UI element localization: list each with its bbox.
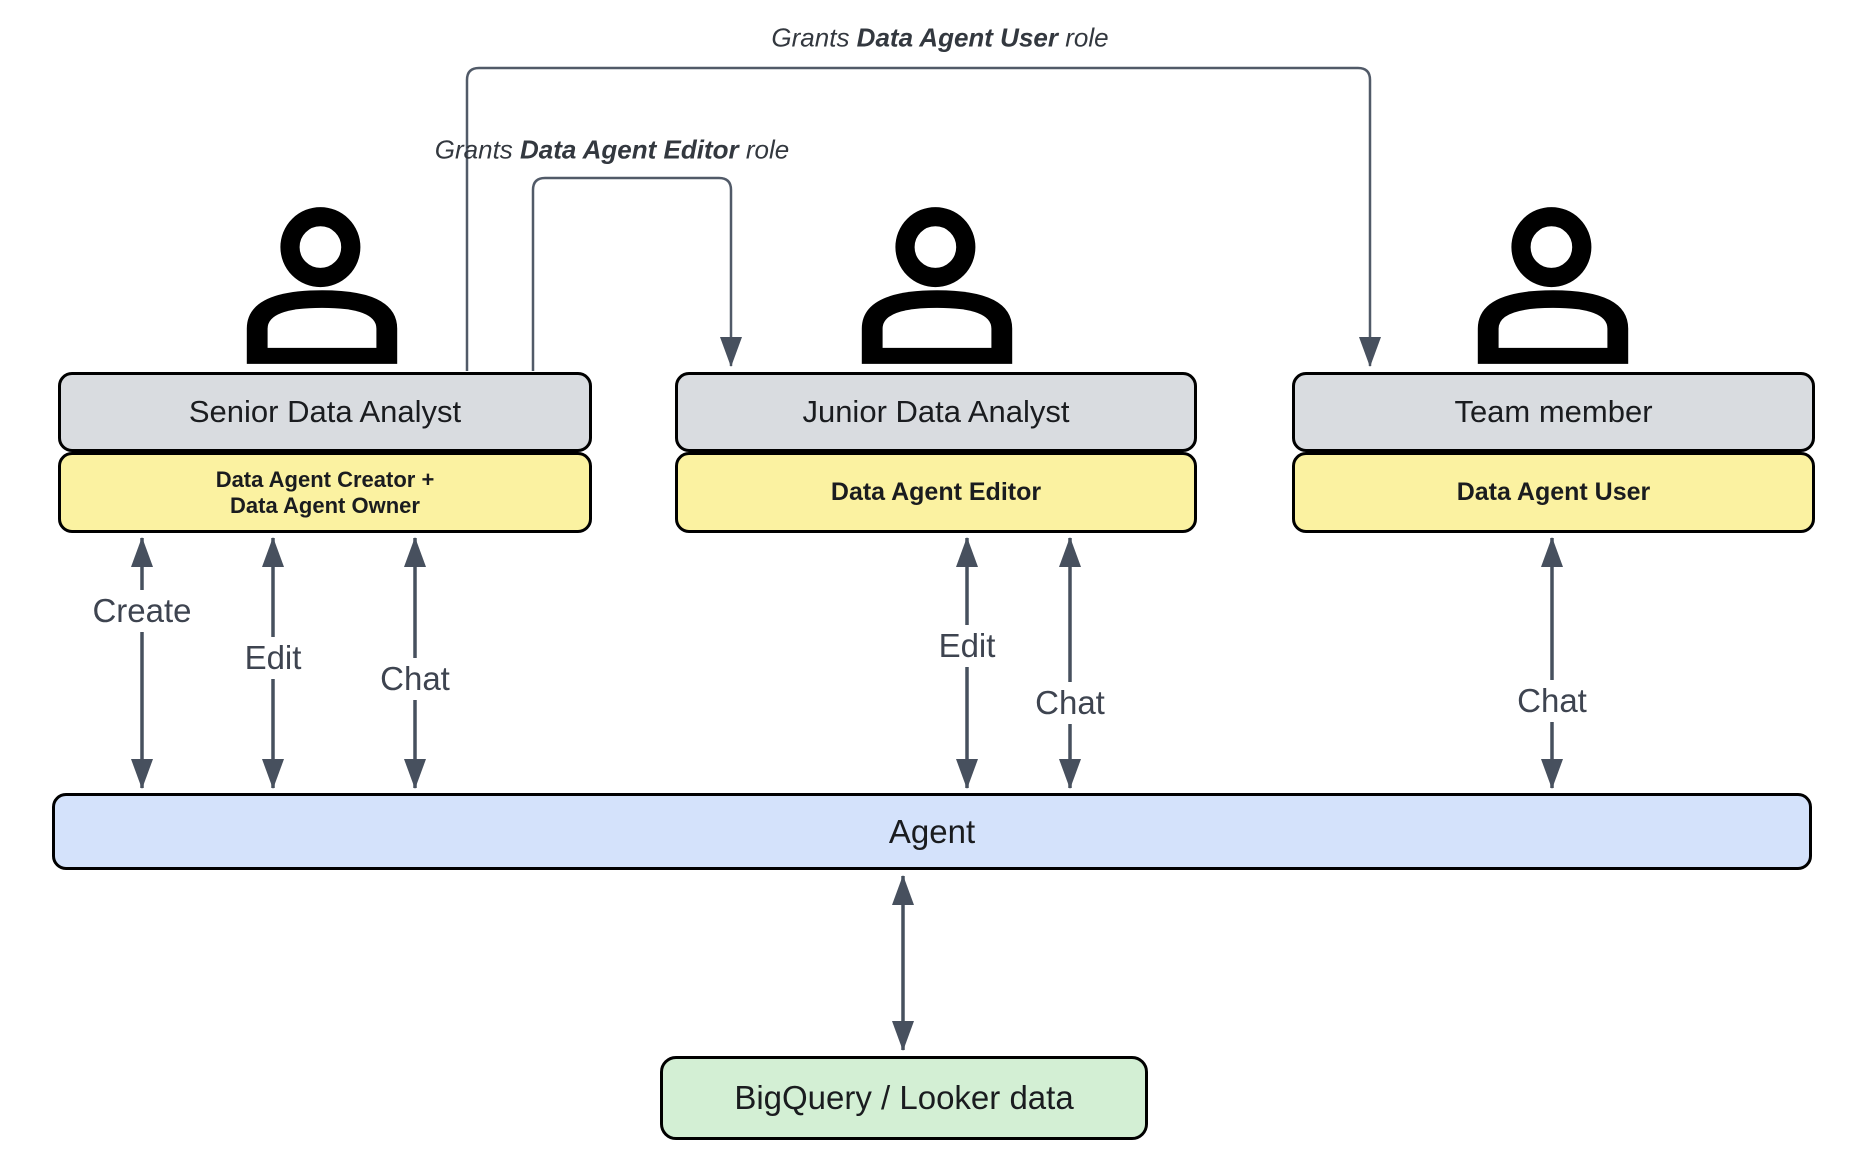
- role-badge-senior: Data Agent Creator + Data Agent Owner: [58, 452, 592, 533]
- person-icon-team: [1477, 207, 1629, 364]
- grant-editor-prefix: Grants: [434, 134, 521, 165]
- chat-label-senior: Chat: [372, 658, 458, 700]
- role-badge-junior: Data Agent Editor: [675, 452, 1197, 533]
- grant-user-prefix: Grants: [771, 22, 857, 53]
- chat-label-junior: Chat: [1027, 682, 1113, 724]
- grant-editor-arrow: [531, 176, 742, 371]
- edit-label-senior: Edit: [236, 637, 310, 679]
- chat-label-team: Chat: [1509, 680, 1595, 722]
- role-badge-senior-line1: Data Agent Creator +: [215, 466, 435, 492]
- role-badge-senior-line2: Data Agent Owner: [230, 492, 420, 518]
- grant-editor-annotation: Grants Data Agent Editor role: [435, 135, 789, 166]
- role-badge-team: Data Agent User: [1292, 452, 1815, 533]
- agent-bar: Agent: [52, 793, 1812, 870]
- grant-user-suffix: role: [1057, 22, 1109, 53]
- role-badge-junior-line1: Data Agent Editor: [830, 477, 1042, 506]
- actor-box-team: Team member: [1292, 372, 1815, 452]
- grant-editor-suffix: role: [738, 134, 790, 165]
- grant-user-arrow: [465, 66, 1381, 371]
- grant-editor-role: Data Agent Editor: [520, 134, 739, 165]
- actor-box-junior: Junior Data Analyst: [675, 372, 1197, 452]
- person-icon-senior: [246, 207, 398, 364]
- grant-user-annotation: Grants Data Agent User role: [771, 23, 1108, 54]
- grant-user-role: Data Agent User: [856, 22, 1058, 53]
- role-badge-team-line1: Data Agent User: [1456, 477, 1651, 506]
- datasource-box: BigQuery / Looker data: [660, 1056, 1148, 1140]
- person-icon-junior: [861, 207, 1013, 364]
- create-label-senior: Create: [84, 590, 200, 632]
- actor-box-senior: Senior Data Analyst: [58, 372, 592, 452]
- edit-label-junior: Edit: [930, 625, 1004, 667]
